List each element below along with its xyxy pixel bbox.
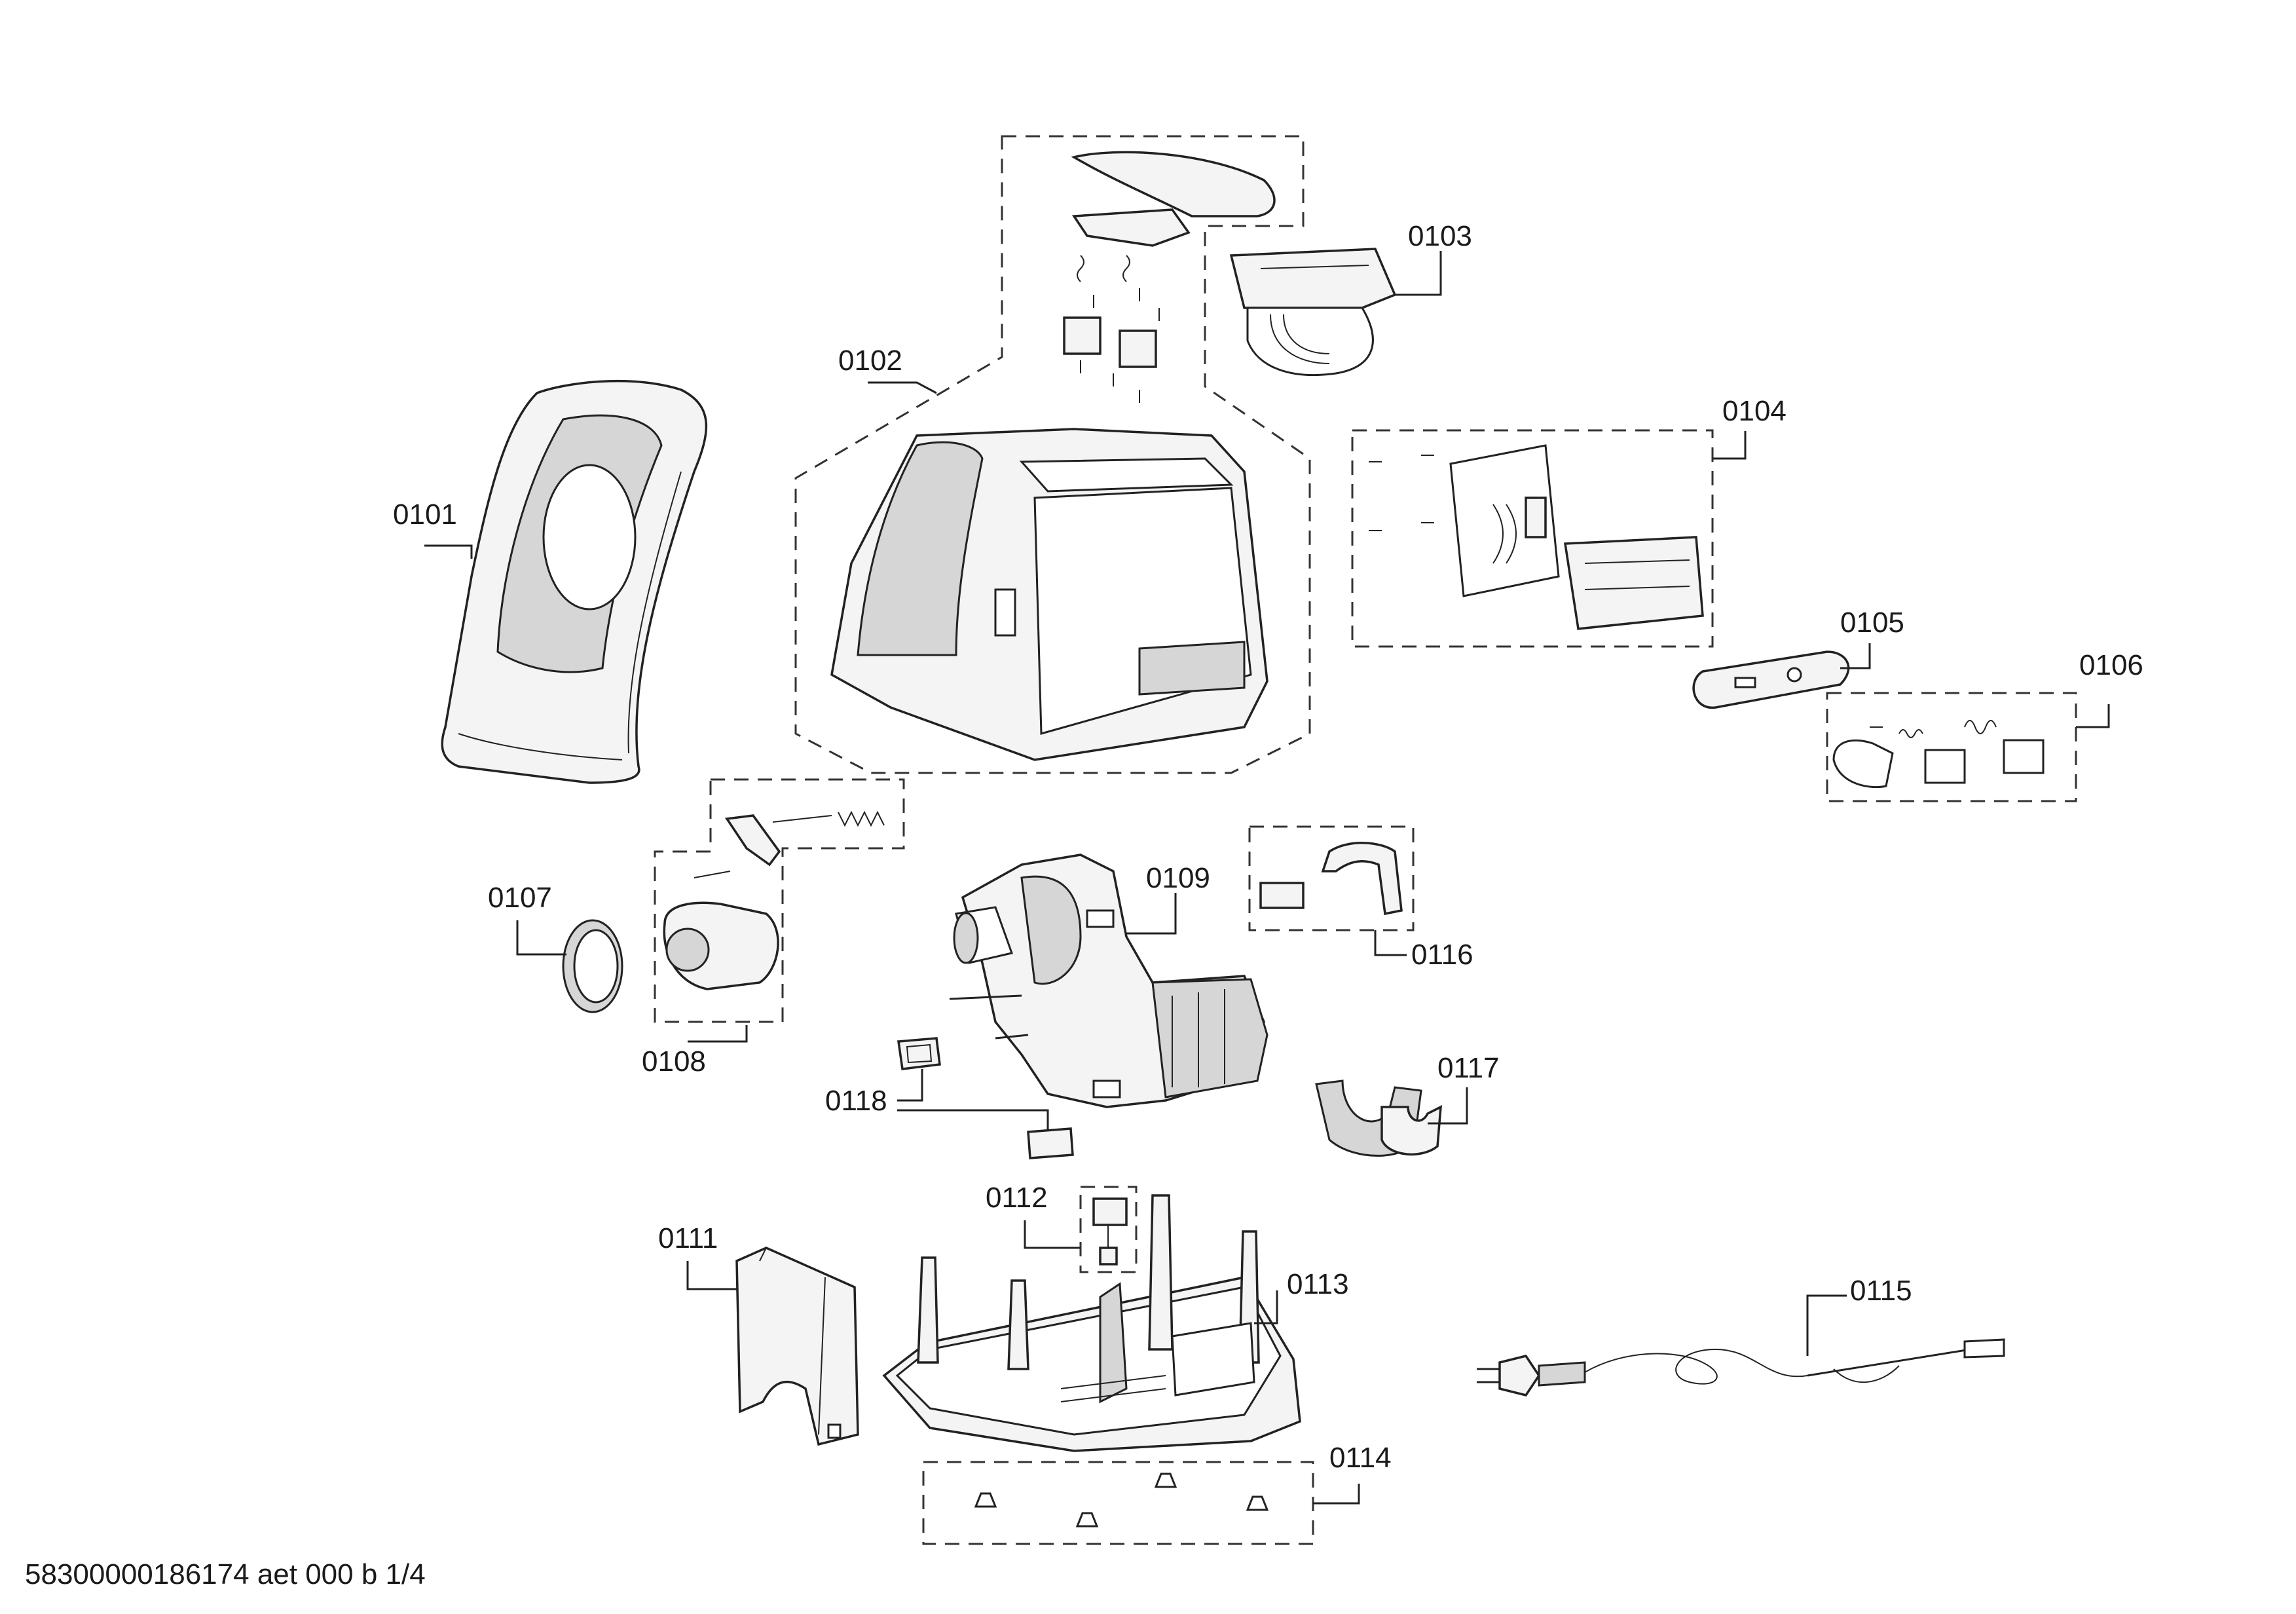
part-0103-container[interactable] bbox=[1229, 248, 1397, 377]
leader-0115 bbox=[1806, 1294, 1847, 1356]
part-0114-feet-group[interactable] bbox=[922, 1461, 1314, 1545]
leader-0114 bbox=[1313, 1484, 1360, 1505]
part-0113-base[interactable] bbox=[882, 1194, 1301, 1452]
label-0112: 0112 bbox=[986, 1182, 1048, 1214]
leader-0101 bbox=[424, 544, 473, 559]
label-0105: 0105 bbox=[1840, 607, 1904, 639]
leader-0103 bbox=[1395, 251, 1442, 296]
leader-0106 bbox=[2076, 704, 2110, 728]
label-0111: 0111 bbox=[658, 1222, 718, 1254]
label-0104: 0104 bbox=[1722, 395, 1787, 427]
leader-0113 bbox=[1254, 1290, 1278, 1324]
leader-0117 bbox=[1428, 1087, 1468, 1125]
leader-0112 bbox=[1024, 1220, 1081, 1249]
label-0115: 0115 bbox=[1850, 1275, 1912, 1307]
part-0118-rubber-blocks[interactable] bbox=[897, 1037, 1074, 1159]
label-0101: 0101 bbox=[393, 498, 457, 531]
label-0102: 0102 bbox=[838, 345, 902, 377]
label-0114: 0114 bbox=[1329, 1442, 1392, 1474]
document-id: 58300000186174 aet 000 b 1/4 bbox=[25, 1558, 426, 1590]
leader-0102 bbox=[868, 381, 937, 394]
part-0101-front-cover[interactable] bbox=[441, 379, 708, 784]
part-0112-connector[interactable] bbox=[1079, 1186, 1138, 1273]
label-0116: 0116 bbox=[1411, 939, 1473, 971]
part-0117-clamps[interactable] bbox=[1315, 1079, 1443, 1157]
part-0111-side-cover[interactable] bbox=[735, 1247, 859, 1446]
part-0102-housing-group[interactable] bbox=[794, 135, 1311, 774]
part-0104-switch-group[interactable] bbox=[1351, 429, 1714, 648]
label-0109: 0109 bbox=[1146, 862, 1210, 894]
leader-0118-a bbox=[897, 1069, 923, 1102]
label-0118: 0118 bbox=[825, 1085, 887, 1117]
leader-0107 bbox=[516, 920, 566, 956]
leader-0118-b bbox=[897, 1109, 1049, 1130]
leader-0116 bbox=[1374, 930, 1407, 956]
label-0117: 0117 bbox=[1437, 1052, 1500, 1084]
label-0107: 0107 bbox=[488, 882, 552, 914]
label-0113: 0113 bbox=[1287, 1268, 1349, 1300]
part-0109-motor-gearbox[interactable] bbox=[949, 854, 1268, 1108]
label-0103: 0103 bbox=[1408, 220, 1472, 252]
part-0115-power-cord[interactable] bbox=[1477, 1338, 2005, 1397]
leader-0108 bbox=[688, 1025, 748, 1043]
leader-0105 bbox=[1840, 643, 1871, 669]
label-0108: 0108 bbox=[642, 1045, 706, 1078]
leader-0111 bbox=[686, 1261, 737, 1290]
label-0106: 0106 bbox=[2079, 649, 2143, 681]
part-0107-ring[interactable] bbox=[562, 919, 623, 1013]
part-0108-bearing-group[interactable] bbox=[654, 778, 905, 1023]
part-0105-switch-panel[interactable] bbox=[1692, 650, 1850, 709]
leader-0104 bbox=[1713, 431, 1747, 460]
part-0106-knob-spring-group[interactable] bbox=[1826, 692, 2077, 802]
part-0116-bracket[interactable] bbox=[1248, 825, 1415, 931]
leader-0109 bbox=[1126, 893, 1177, 935]
